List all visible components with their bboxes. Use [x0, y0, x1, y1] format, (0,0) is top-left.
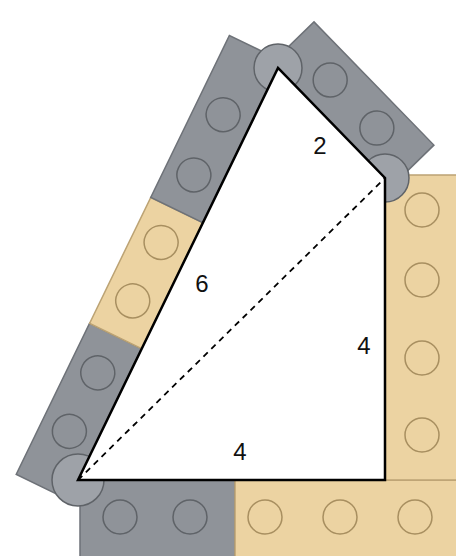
- gray-brick: [80, 480, 235, 556]
- edge-length: 6: [195, 272, 208, 296]
- edge-length: 4: [233, 440, 246, 464]
- quadrilateral-outline: [78, 68, 385, 480]
- edge-length: 4: [357, 334, 370, 358]
- diagonal: [78, 178, 385, 480]
- joint: [52, 44, 409, 506]
- tan-brick: [385, 175, 456, 480]
- tan-brick: [235, 480, 456, 556]
- edge-length: 2: [313, 134, 326, 158]
